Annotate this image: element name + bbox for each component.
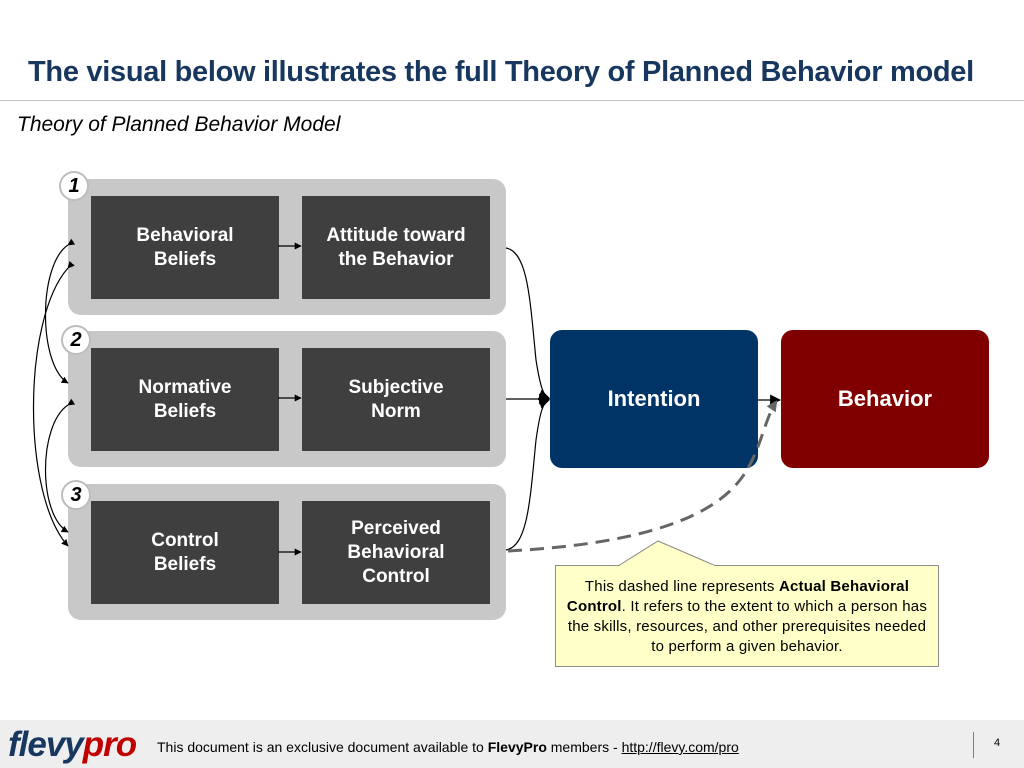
callout-text: This dashed line represents	[584, 578, 779, 595]
arrow-control-to-intention	[505, 397, 551, 551]
normative-beliefs-box: Normative Beliefs	[91, 348, 279, 451]
intention-box: Intention	[550, 330, 758, 468]
diagram-subtitle: Theory of Planned Behavior Model	[17, 113, 341, 136]
actual-control-callout: This dashed line represents Actual Behav…	[555, 565, 939, 667]
arrow-attitude-to-intention	[505, 247, 551, 401]
callout-pointer	[616, 540, 717, 567]
control-beliefs-box: Control Beliefs	[91, 501, 279, 604]
behavior-box: Behavior	[781, 330, 989, 468]
flevypro-logo: flevypro	[8, 725, 137, 764]
title-divider	[0, 100, 1024, 101]
perceived-control-box: Perceived Behavioral Control	[302, 501, 490, 604]
correlation-arc-1-2	[44, 238, 76, 384]
correlation-arc-2-3	[45, 398, 76, 533]
footer-bar: flevypro This document is an exclusive d…	[0, 720, 1024, 768]
subjective-norm-box: Subjective Norm	[302, 348, 490, 451]
page-title: The visual below illustrates the full Th…	[28, 56, 974, 88]
flevy-pro-link[interactable]: http://flevy.com/pro	[621, 739, 739, 755]
behavioral-beliefs-box: Behavioral Beliefs	[91, 196, 279, 299]
dashed-actual-control-line	[507, 400, 778, 553]
page-number: 4	[994, 737, 1001, 749]
footer-notice: This document is an exclusive document a…	[157, 739, 739, 755]
correlation-arc-1-3	[32, 260, 75, 547]
attitude-box: Attitude toward the Behavior	[302, 196, 490, 299]
footer-divider	[973, 732, 974, 758]
callout-text: . It refers to the extent to which a per…	[567, 598, 928, 655]
callout-highlight: Actual Behavioral Control	[566, 578, 910, 615]
group-number-badge: 1	[59, 171, 89, 201]
